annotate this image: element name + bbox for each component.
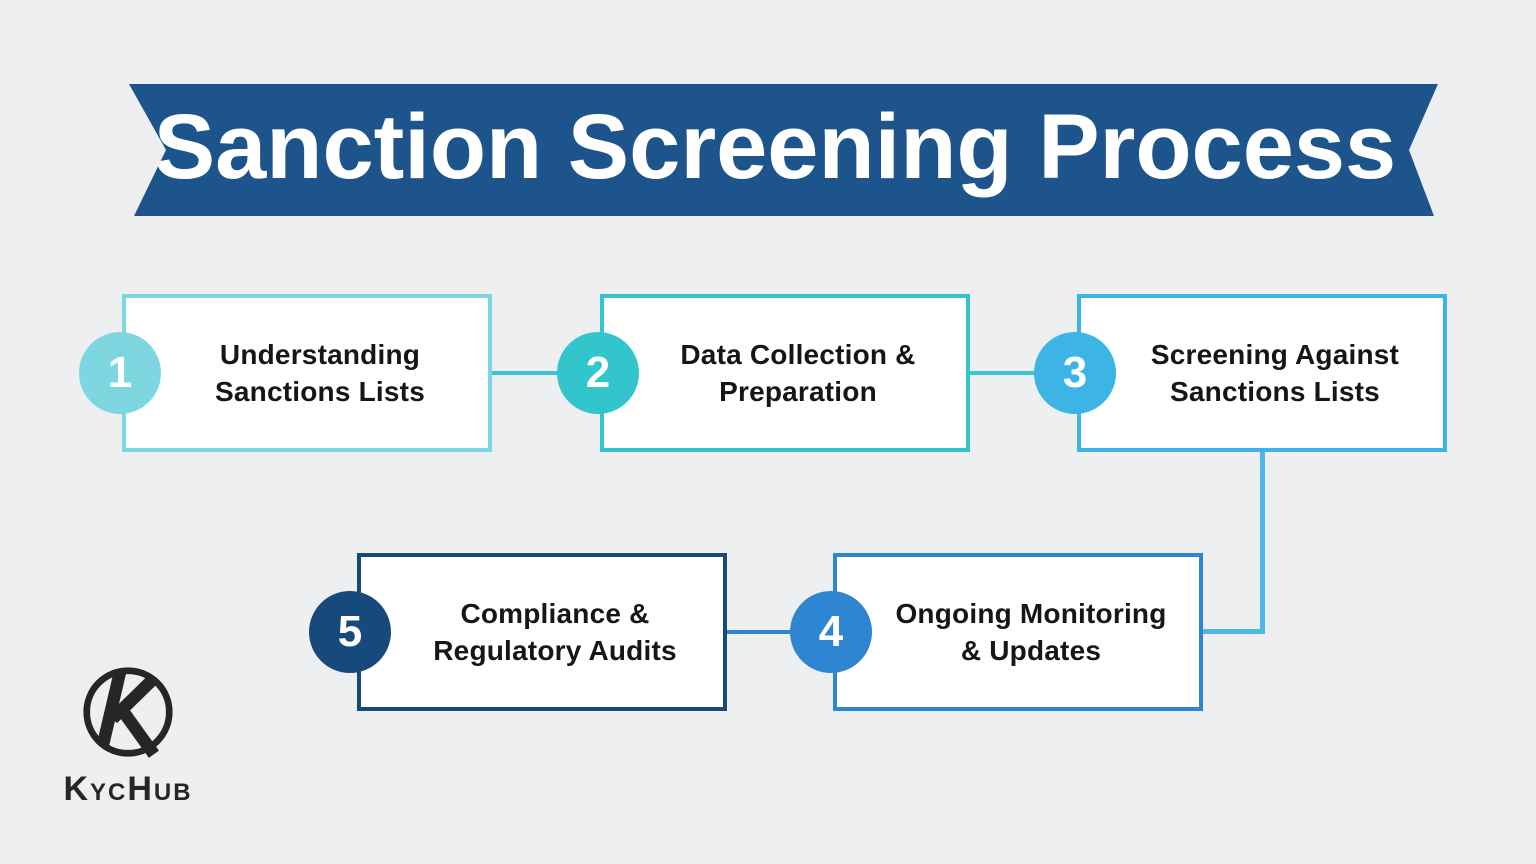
step-3-number-badge: 3 bbox=[1034, 332, 1116, 414]
step-1-label: Understanding Sanctions Lists bbox=[215, 339, 425, 407]
title-banner: Sanction Screening Process bbox=[129, 84, 1438, 216]
connector-step3-down bbox=[1260, 452, 1265, 632]
connector-step3-step4 bbox=[1203, 629, 1265, 634]
kychub-logo: KycHub bbox=[48, 664, 208, 809]
step-2-number: 2 bbox=[585, 348, 611, 397]
kychub-logo-text: KycHub bbox=[63, 770, 193, 808]
step-5-number-badge: 5 bbox=[309, 591, 391, 673]
step-box-3: Screening Against Sanctions Lists bbox=[1077, 294, 1447, 452]
step-3-label: Screening Against Sanctions Lists bbox=[1150, 339, 1400, 407]
step-box-4: Ongoing Monitoring & Updates bbox=[833, 553, 1203, 711]
kychub-k-icon bbox=[83, 667, 173, 758]
step-1-number-badge: 1 bbox=[79, 332, 161, 414]
connector-step1-step2 bbox=[492, 371, 604, 375]
connector-step2-step3 bbox=[970, 371, 1081, 375]
connector-step5-step4 bbox=[727, 630, 837, 634]
step-5-number: 5 bbox=[337, 607, 363, 656]
step-box-5: Compliance & Regulatory Audits bbox=[357, 553, 727, 711]
step-3-number: 3 bbox=[1062, 348, 1088, 397]
step-4-number: 4 bbox=[818, 607, 844, 656]
step-2-label: Data Collection & Preparation bbox=[680, 339, 916, 407]
step-4-number-badge: 4 bbox=[790, 591, 872, 673]
step-1-number: 1 bbox=[107, 348, 133, 397]
page-title: Sanction Screening Process bbox=[153, 95, 1397, 198]
step-box-1: Understanding Sanctions Lists bbox=[122, 294, 492, 452]
step-2-number-badge: 2 bbox=[557, 332, 639, 414]
step-4-label: Ongoing Monitoring & Updates bbox=[895, 598, 1167, 666]
step-5-label: Compliance & Regulatory Audits bbox=[433, 598, 677, 666]
step-box-2: Data Collection & Preparation bbox=[600, 294, 970, 452]
